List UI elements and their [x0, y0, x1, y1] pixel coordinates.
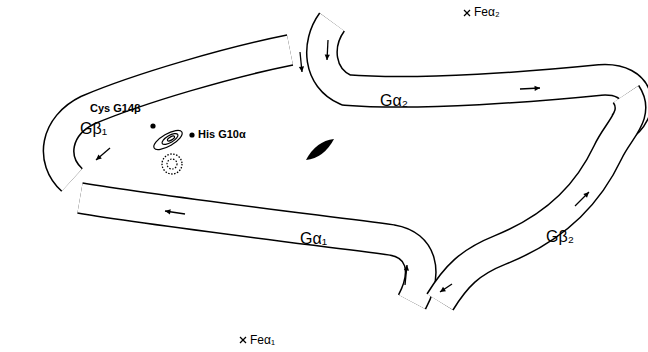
direction-arrow: [404, 265, 409, 285]
direction-arrow: [299, 52, 304, 72]
iron-label: Feα₁: [250, 334, 275, 346]
iron-marker: [240, 10, 470, 343]
residue-label: His G10α: [198, 129, 246, 140]
helix-label: Gβ₂: [546, 229, 574, 245]
iron-label: Feα₂: [474, 6, 500, 18]
atom-dot: [189, 132, 194, 137]
helix-label: Gα₂: [380, 93, 408, 109]
atom-dot: [150, 123, 155, 128]
dyad-symbol: [306, 139, 334, 160]
direction-arrow: [96, 148, 110, 160]
residue-label: Cys G14β: [90, 103, 141, 114]
direction-arrow: [325, 40, 330, 60]
direction-arrow: [520, 86, 540, 91]
direction-arrow: [575, 192, 589, 206]
density-contour: [151, 127, 185, 153]
dotted-contour: [162, 154, 182, 174]
dotted-contour: [167, 159, 177, 169]
helix-label: Gβ₁: [80, 121, 107, 137]
direction-arrow: [440, 284, 452, 292]
direction-arrow: [165, 209, 185, 214]
helix-label: Gα₁: [300, 231, 327, 247]
